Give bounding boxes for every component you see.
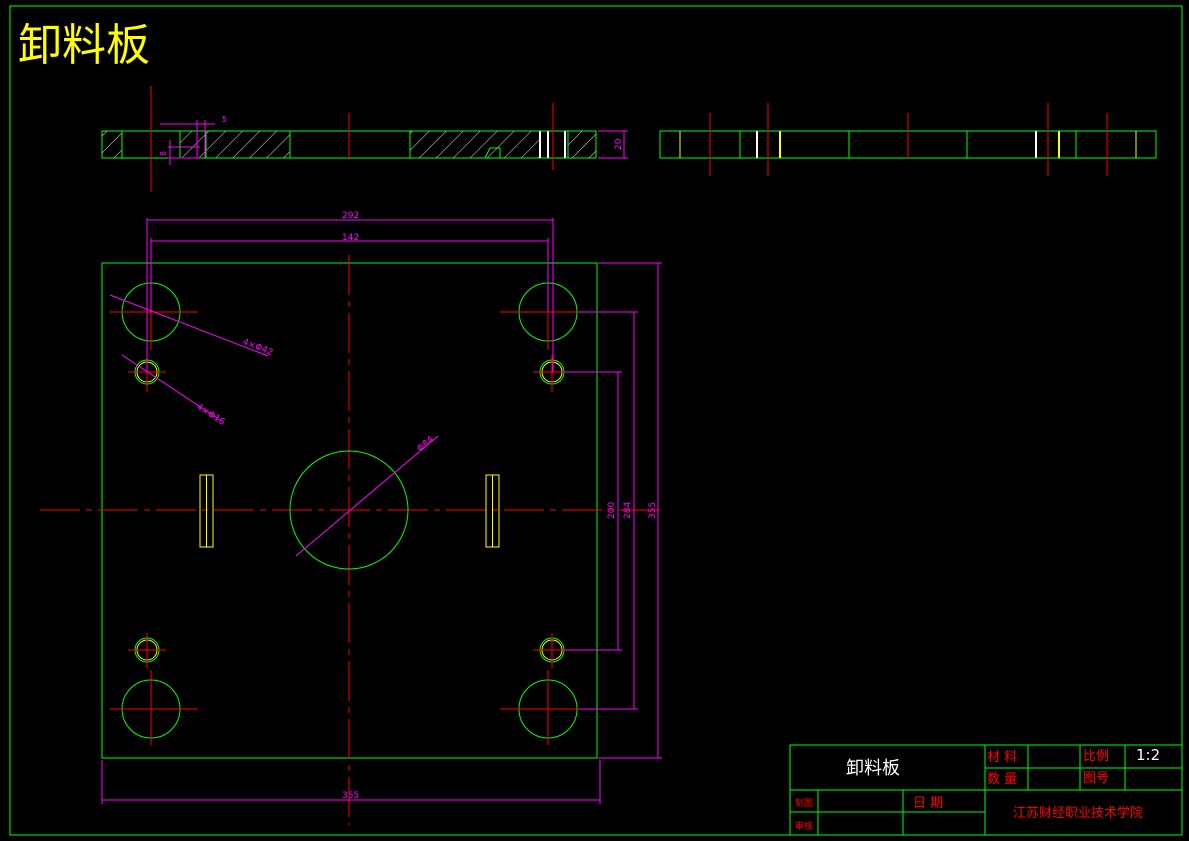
titleblock-quantity-label: 数 量: [987, 772, 1017, 787]
hole-centerlines: [110, 275, 578, 745]
titleblock-scale-value: 1:2: [1136, 746, 1160, 764]
right-dimensions: [565, 262, 662, 759]
titleblock-drawing-no-label: 图号: [1083, 771, 1109, 786]
section-step: [484, 147, 501, 159]
leader-small-hole: [121, 354, 221, 421]
titleblock-school: 江苏财经职业技术学院: [1013, 805, 1143, 821]
bottom-dimension: [101, 760, 601, 804]
leader-large-hole: [109, 294, 269, 357]
titleblock-part-name: 卸料板: [846, 758, 900, 779]
section-dim-step-depth: 8: [159, 151, 168, 156]
dim-right-middle: 284: [623, 502, 633, 519]
dim-small-hole: 4×Φ16: [194, 402, 226, 428]
section-view: 5 8 20: [101, 86, 628, 192]
section-hatch-1: [102, 131, 122, 158]
dim-top-inner: 142: [342, 233, 359, 243]
titleblock-drawn-by-label: 制图: [795, 797, 813, 809]
drawing-border: [9, 5, 1183, 836]
titleblock-date-label: 日 期: [913, 796, 943, 811]
dim-center-hole: Φ84: [416, 435, 437, 455]
section-dim-step-width: 5: [222, 115, 227, 124]
section-dim-thickness: 20: [614, 138, 624, 150]
section-hatch-3: [410, 131, 540, 158]
title-block: [789, 744, 1183, 836]
drawing-title: 卸料板: [18, 20, 150, 71]
side-view: [659, 103, 1157, 176]
dim-bottom-width: 355: [342, 791, 359, 801]
leader-center-hole: [295, 435, 439, 557]
dim-right-inner: 200: [607, 502, 617, 519]
top-dimensions: [146, 218, 554, 372]
dim-top-outer: 292: [342, 211, 359, 221]
titleblock-material-label: 材 料: [987, 750, 1017, 765]
titleblock-scale-label: 比例: [1083, 749, 1109, 764]
dim-right-outer: 355: [648, 502, 658, 519]
center-hole: [289, 450, 409, 570]
section-hatch-2: [180, 131, 290, 158]
section-hatch-4: [568, 131, 596, 158]
titleblock-checked-by-label: 审核: [795, 820, 813, 832]
plan-view: 292 142 4×Φ42 4×Φ16 Φ84 200 284 355: [40, 211, 662, 825]
dim-large-hole: 4×Φ42: [241, 337, 274, 358]
